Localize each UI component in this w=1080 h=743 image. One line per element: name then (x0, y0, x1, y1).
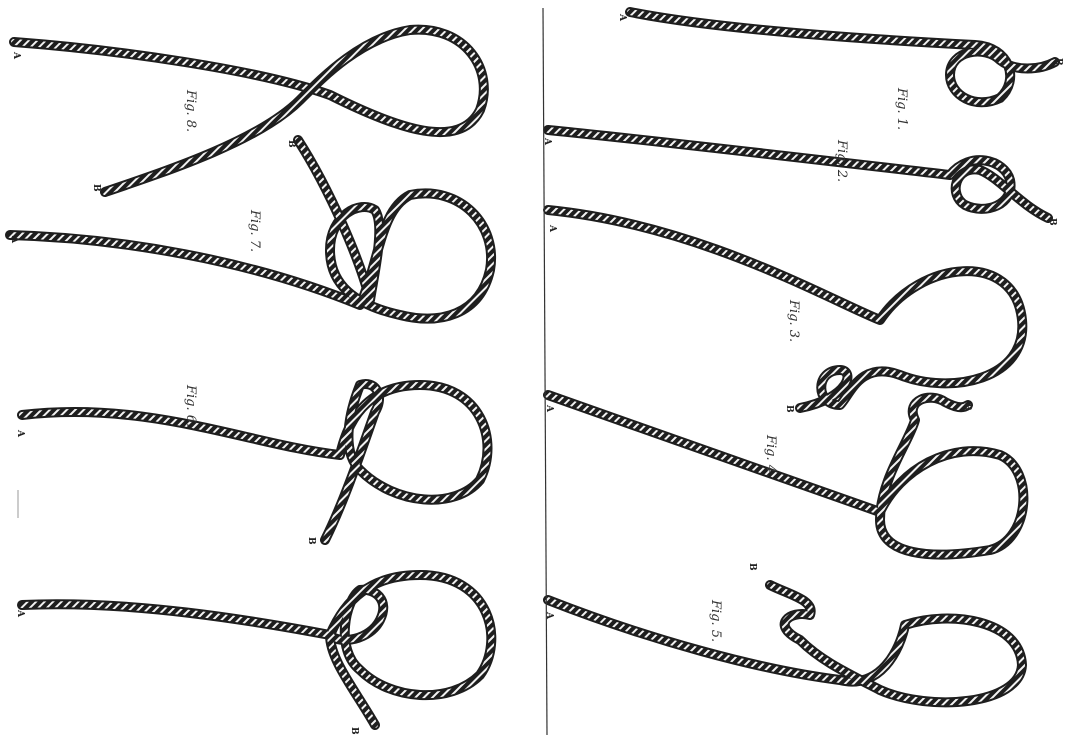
fig1-label: Fig. 1. (894, 87, 909, 130)
fig-bottom-end-a: A (15, 609, 25, 618)
fig2-end-a: A (542, 137, 552, 146)
fig3-label: Fig. 3. (786, 299, 801, 342)
fig4-label: Fig. 4. (763, 434, 778, 477)
fig4-end-b: B (962, 403, 972, 411)
fig6-end-b: B (306, 537, 316, 545)
fig4-end-a: A (544, 404, 554, 413)
fig7-end-b: B (286, 140, 296, 148)
fig-bottom-rope-strand (22, 575, 491, 725)
fig6-label: Fig. 6. (183, 384, 198, 427)
fig5-rope (548, 585, 1022, 702)
fig8-rope-strand (14, 30, 484, 192)
fig6-rope (22, 384, 488, 540)
fig8-rope (14, 30, 484, 192)
fig8-label: Fig. 8. (183, 89, 198, 132)
fig-bottom-rope (22, 575, 491, 725)
fig1-end-b: B (1053, 58, 1063, 66)
fig8-end-a: A (11, 51, 21, 60)
fig6-end-a: A (15, 429, 25, 438)
fig1-end-a: A (617, 13, 627, 22)
fig3-end-b: B (784, 405, 794, 413)
fig-bottom-end-b: B (349, 727, 359, 735)
fig5-end-a: A (544, 611, 554, 620)
column-divider (543, 8, 547, 735)
fig7-end-a: A (9, 235, 19, 244)
fig5-end-b: B (747, 563, 757, 571)
fig3-end-a: A (547, 224, 557, 233)
fig2-label: Fig. 2. (834, 139, 849, 182)
fig3-rope (548, 210, 1022, 408)
fig2-end-b: B (1047, 218, 1057, 226)
fig7-label: Fig. 7. (247, 209, 262, 252)
fig8-end-b: B (91, 184, 101, 192)
fig5-label: Fig. 5. (708, 599, 723, 642)
fig5-rope-strand (548, 585, 1022, 702)
